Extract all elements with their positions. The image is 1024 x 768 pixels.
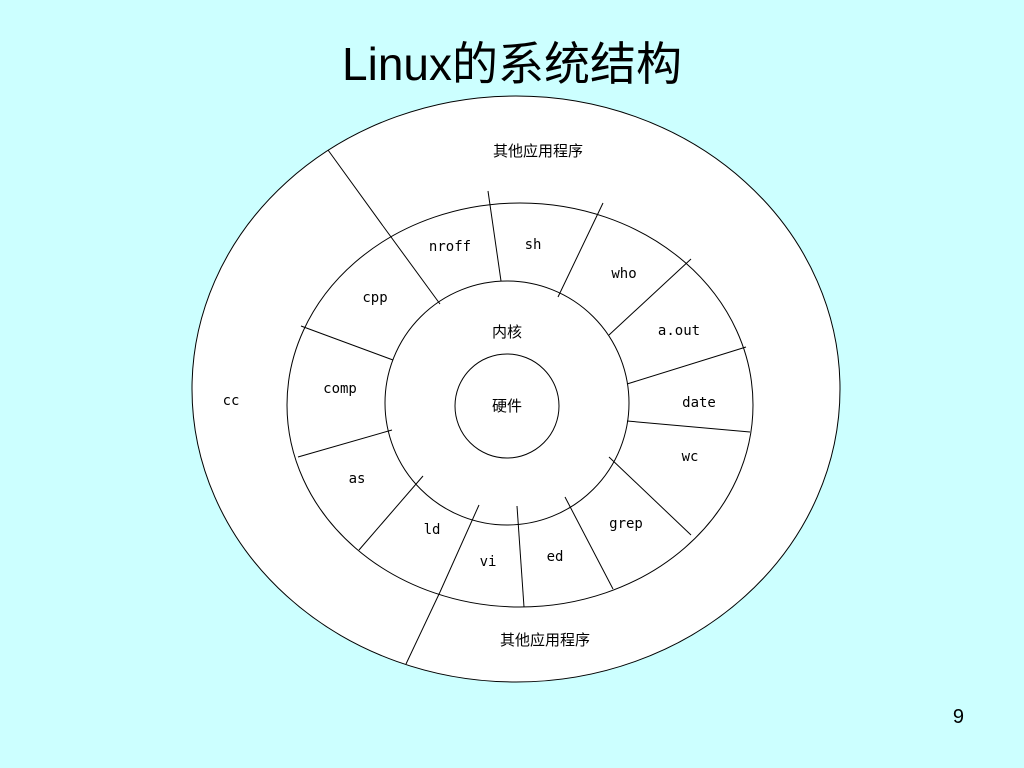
program-label-wc: wc [682, 449, 699, 465]
other-apps-label-bottom: 其他应用程序 [500, 631, 590, 649]
program-label-as: as [349, 471, 366, 487]
hardware-core [454, 353, 560, 459]
ring-divider [626, 420, 751, 433]
kernel-label: 内核 [492, 323, 522, 341]
ring-divider [626, 346, 747, 385]
program-label-cc: cc [223, 393, 240, 409]
outer-divider-bottom [405, 591, 441, 665]
program-label-grep: grep [609, 516, 643, 532]
program-label-vi: vi [480, 554, 497, 570]
slide-title: Linux的系统结构 [342, 38, 682, 90]
page-number: 9 [952, 706, 964, 728]
outer-divider-top [327, 149, 384, 227]
ring-divider [487, 190, 502, 282]
ring-divider [608, 258, 692, 336]
other-apps-label-top: 其他应用程序 [493, 142, 583, 160]
ring-divider [557, 202, 604, 298]
ring-divider [382, 225, 441, 305]
program-label-date: date [682, 395, 716, 411]
program-label-ld: ld [424, 522, 441, 538]
program-label-ed: ed [547, 549, 564, 565]
ring-divider [358, 475, 424, 551]
program-label-cpp: cpp [362, 290, 387, 306]
hardware-label: 硬件 [492, 397, 522, 415]
program-label-who: who [611, 266, 636, 282]
ring-divider [297, 429, 393, 458]
ring-divider [564, 496, 614, 590]
ring-divider [439, 504, 480, 593]
program-label-comp: comp [323, 381, 357, 397]
program-label-nroff: nroff [429, 239, 471, 255]
ring-divider [516, 505, 525, 608]
ring-divider [608, 456, 692, 536]
ring-divider [300, 325, 394, 361]
program-label-sh: sh [525, 237, 542, 253]
program-label-aout: a.out [658, 323, 700, 339]
